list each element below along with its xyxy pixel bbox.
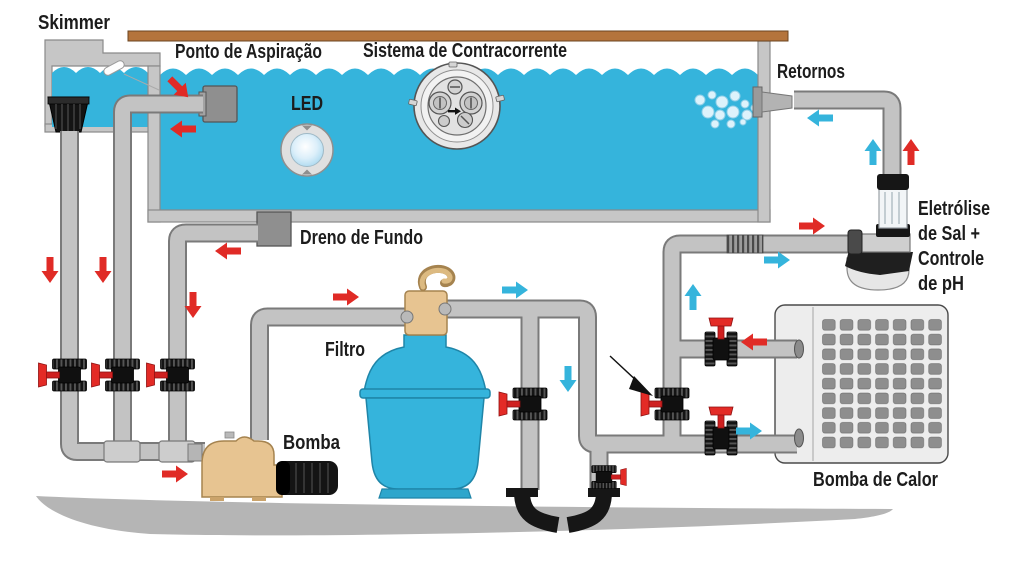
flow-arrow-return (807, 109, 833, 127)
valve-drain-line (146, 358, 195, 392)
label-returns: Retornos (777, 61, 845, 83)
return-jet-fitting (752, 86, 793, 118)
valve-skimmer-line (38, 358, 87, 392)
return-bubbles (694, 90, 760, 129)
valve-waste-line (498, 387, 548, 421)
flow-arrow-drain-down (184, 292, 202, 318)
label-led: LED (291, 93, 323, 115)
weir-line (123, 73, 160, 91)
heat-pump (774, 304, 949, 464)
skimmer-basket (47, 96, 90, 133)
valve-waste-drain-small (591, 465, 627, 489)
valve-heatpump-bottom (704, 406, 738, 456)
pump-motor (276, 461, 338, 495)
electrolysis-cell (845, 174, 913, 291)
labels: Skimmer Ponto de Aspiração Sistema de Co… (38, 12, 990, 491)
heat-pump-grille (821, 318, 945, 450)
flow-arrow-filter-out (502, 281, 528, 299)
skimmer-weir-flap (103, 60, 125, 76)
label-electrolysis-3: Controle (918, 248, 984, 270)
flow-arrow-drain-left (215, 242, 241, 260)
label-electrolysis-1: Eletrólise (918, 198, 990, 220)
flow-arrow-to-electrolysis-red (799, 217, 825, 235)
label-skimmer: Skimmer (38, 12, 110, 34)
label-pump: Bomba (283, 432, 341, 454)
label-filter: Filtro (325, 339, 365, 361)
flow-arrow-cell-up-blue (864, 139, 882, 165)
filter-tank (359, 334, 491, 499)
flow-arrow-cell-up-red (902, 139, 920, 165)
multiport-valve (400, 264, 456, 336)
flow-arrow-skimmer-down (41, 257, 59, 283)
bypass-needle-annotation (609, 355, 653, 396)
label-counter-current: Sistema de Contracorrente (363, 40, 567, 62)
bottom-drain-fitting (256, 211, 292, 247)
pool (44, 30, 793, 223)
pool-wall-bottom (147, 209, 771, 223)
label-electrolysis-2: de Sal + (918, 223, 980, 245)
flow-arrow-aspiration-down (94, 257, 112, 283)
label-electrolysis-4: de pH (918, 273, 964, 295)
pipe-tee-collar (103, 440, 141, 463)
pump (187, 431, 338, 501)
flow-arrow-pump-to-filter (333, 288, 359, 306)
valve-heatpump-top (704, 317, 738, 367)
suction-fitting (198, 85, 238, 123)
flow-arrow-down-to-heatpump (559, 366, 577, 392)
waste-drain (506, 488, 620, 533)
label-suction-point: Ponto de Aspiração (175, 41, 322, 63)
deck (127, 30, 789, 42)
pool-wall-right (757, 40, 771, 223)
label-heat-pump: Bomba de Calor (813, 469, 938, 491)
pipe-network (70, 100, 893, 490)
ground (36, 496, 893, 536)
valve-suction-line (91, 358, 140, 392)
pipe-union-ribbed (726, 234, 764, 254)
label-bottom-drain: Dreno de Fundo (300, 227, 423, 249)
led-light (280, 123, 334, 177)
countercurrent-jet (408, 61, 505, 150)
heat-pump-port (794, 339, 804, 359)
flow-arrow-to-electrolysis-blue (764, 251, 790, 269)
heat-pump-port (794, 428, 804, 448)
flow-arrow-riser-up (684, 284, 702, 310)
flow-arrow-to-pump (162, 465, 188, 483)
valves (38, 317, 738, 489)
